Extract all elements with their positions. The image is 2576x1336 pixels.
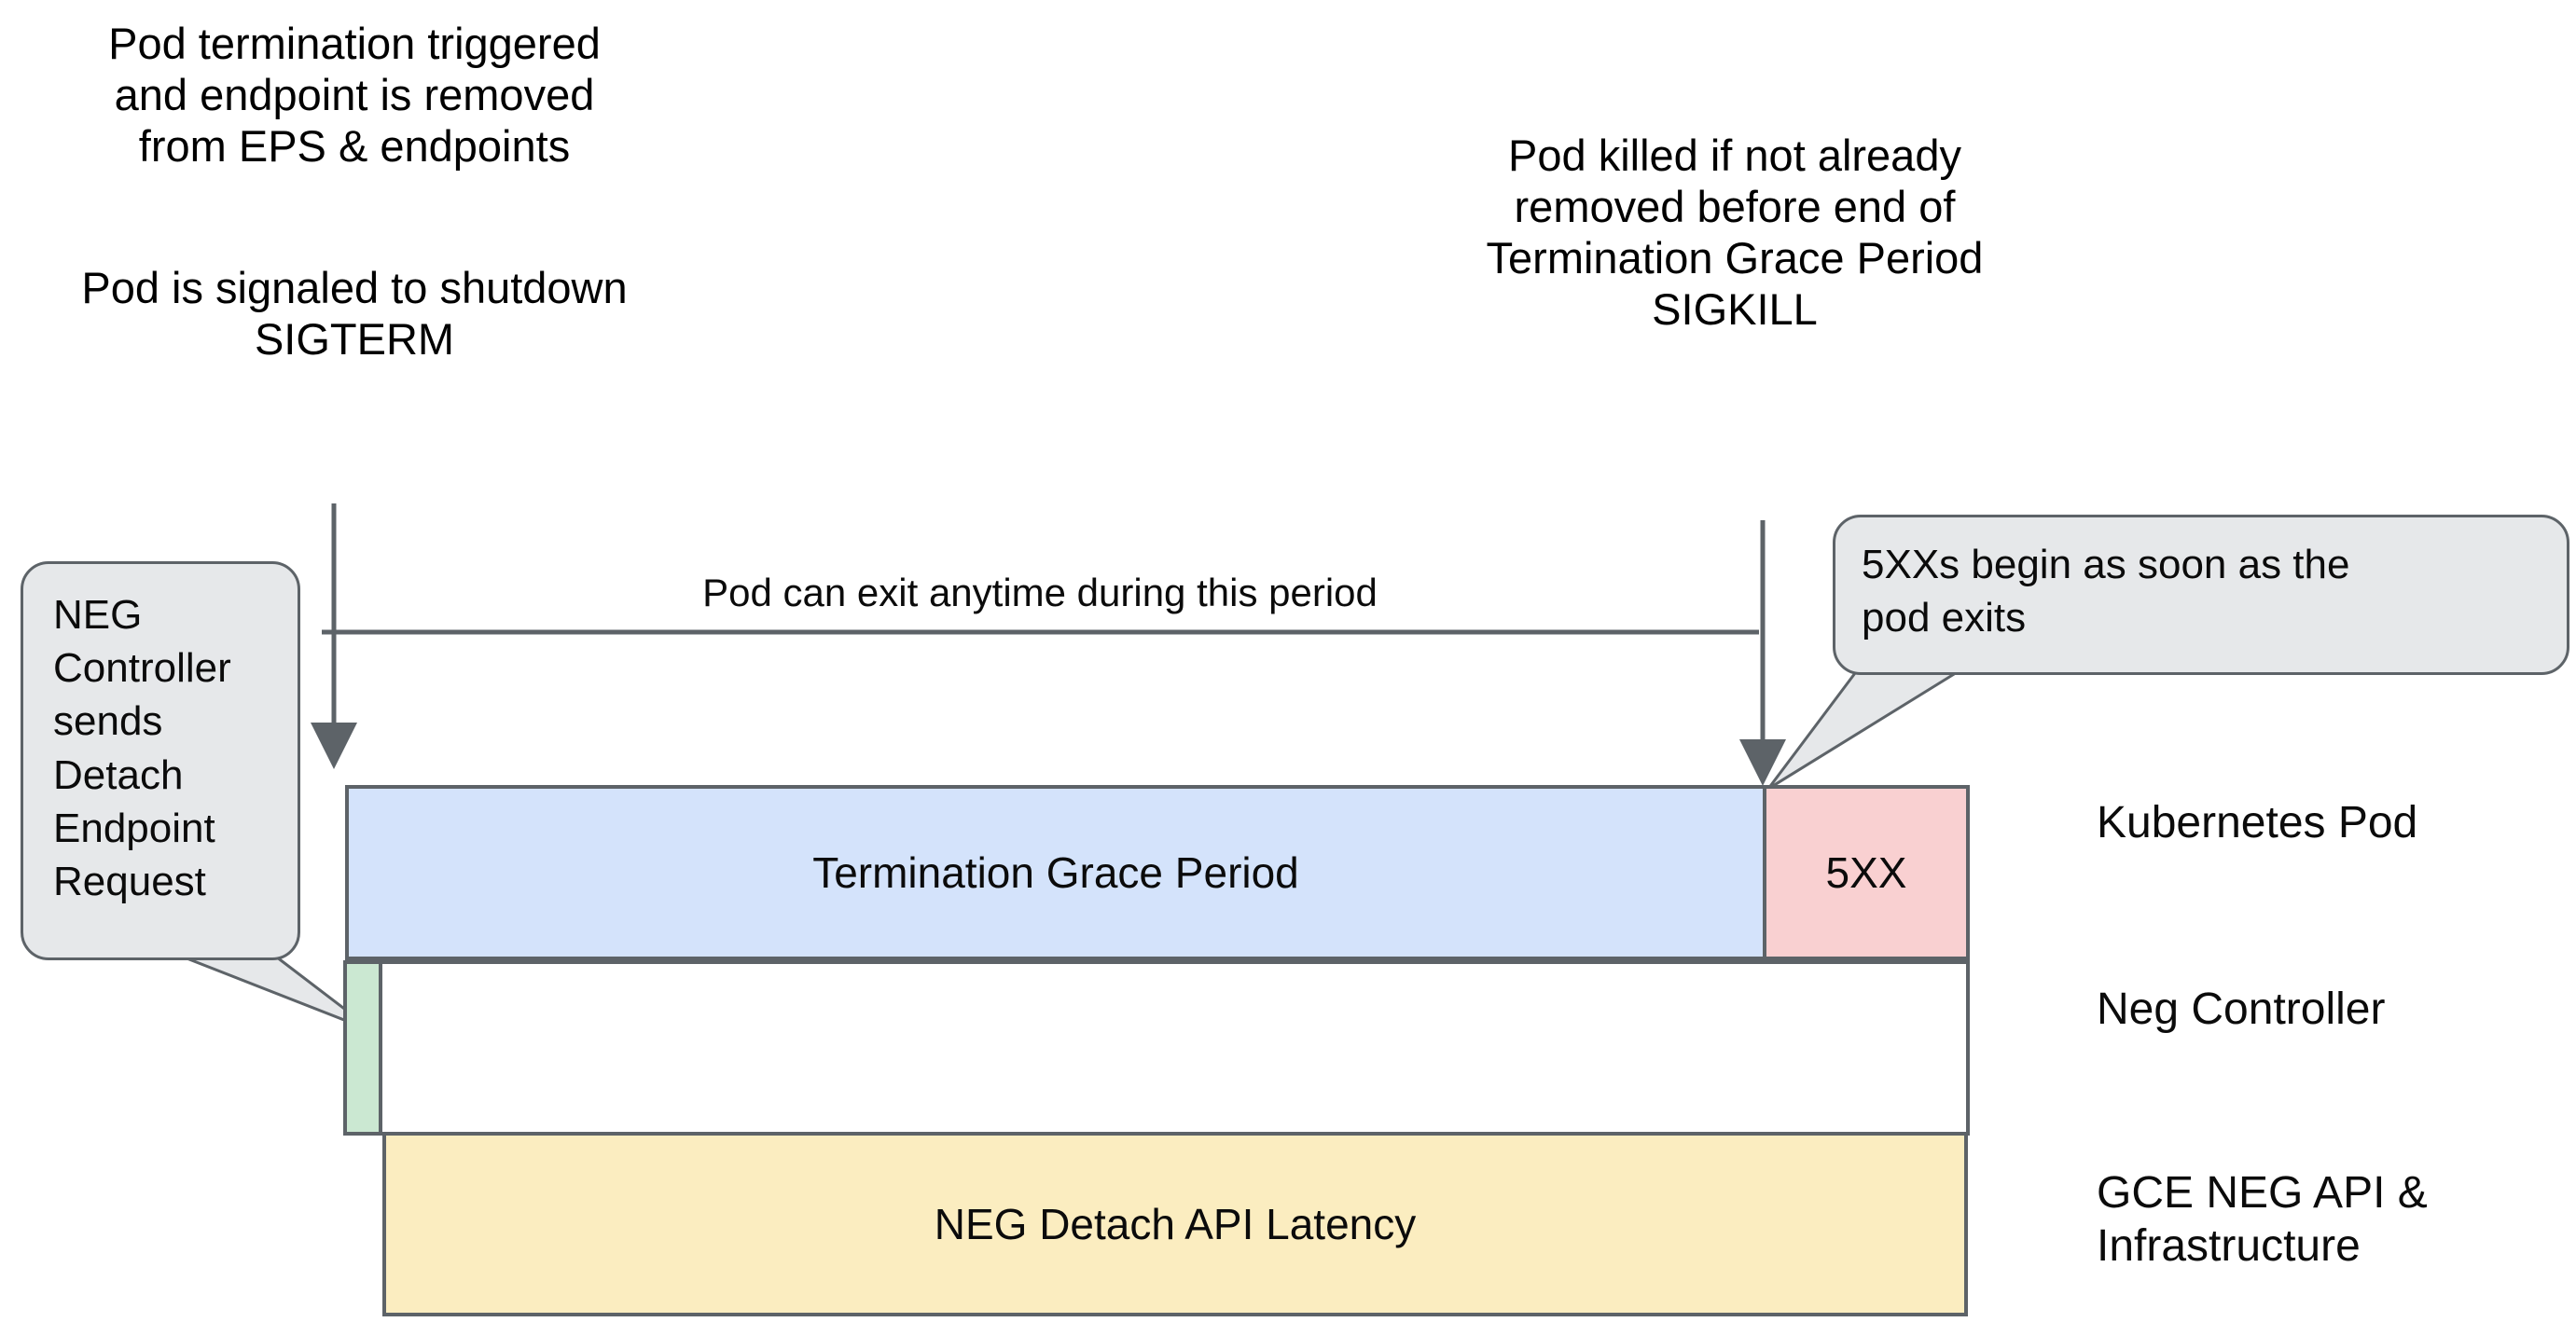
bar-5xx: 5XX [1763,785,1970,960]
bar-termination-grace-period-label: Termination Grace Period [812,848,1299,897]
annotation-pod-killed-sigkill: Pod killed if not already removed before… [1486,131,1984,334]
callout-5xx-begin: 5XXs begin as soon as the pod exits [1833,515,2569,675]
callout-neg-controller-text: NEG Controller sends Detach Endpoint Req… [53,592,231,904]
lane-label-gce-neg-api: GCE NEG API & Infrastructure [2097,1168,2428,1271]
callout-tail-right [1766,668,1960,791]
period-label: Pod can exit anytime during this period [702,571,1378,614]
bar-neg-detach-api-latency-label: NEG Detach API Latency [934,1200,1417,1248]
bar-5xx-label: 5XX [1825,848,1907,897]
bar-termination-grace-period: Termination Grace Period [345,785,1766,960]
bar-neg-controller-lane-outline [379,960,1970,1136]
lane-label-kubernetes-pod: Kubernetes Pod [2097,798,2418,847]
bar-neg-detach-request [343,960,382,1136]
annotation-pod-signaled-sigterm: Pod is signaled to shutdown SIGTERM [81,263,628,364]
callout-neg-controller-detach: NEG Controller sends Detach Endpoint Req… [21,561,300,960]
annotation-pod-termination-triggered: Pod termination triggered and endpoint i… [108,19,601,171]
callout-5xx-text: 5XXs begin as soon as the pod exits [1862,542,2350,641]
lane-label-neg-controller: Neg Controller [2097,985,2386,1034]
bar-neg-detach-api-latency: NEG Detach API Latency [382,1132,1968,1316]
